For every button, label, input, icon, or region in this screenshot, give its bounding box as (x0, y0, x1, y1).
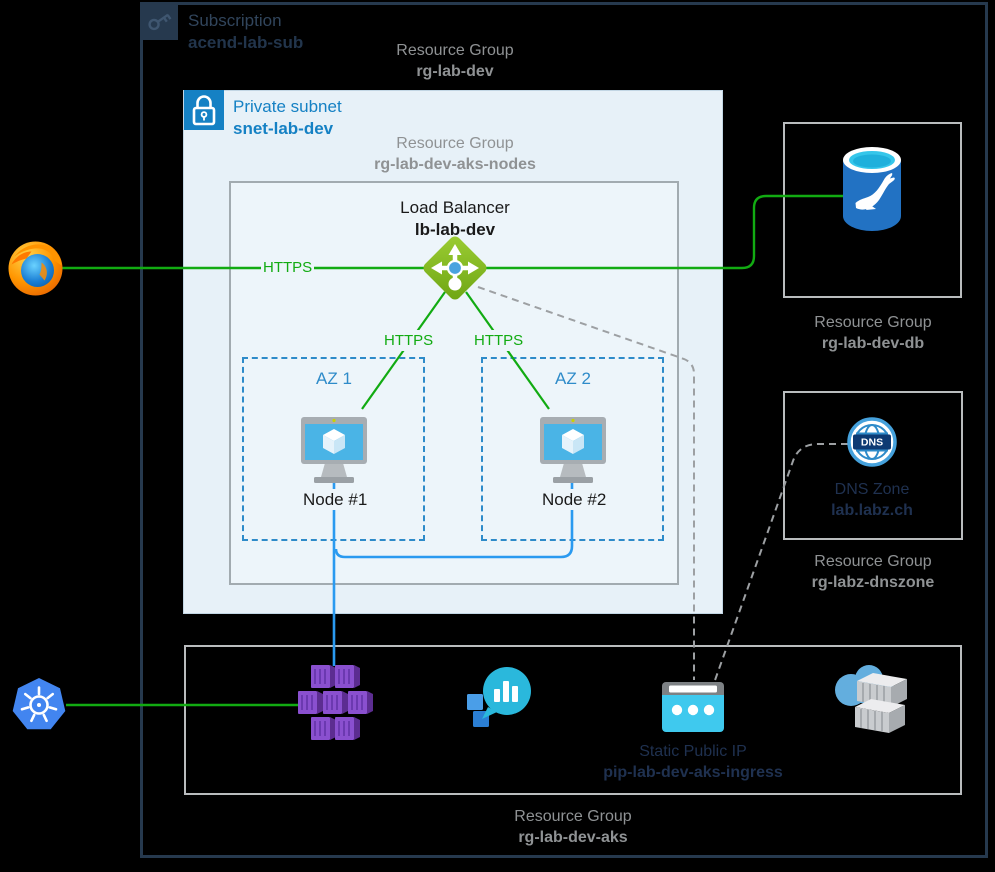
private-subnet-name: snet-lab-dev (233, 119, 334, 138)
rg-aks-nodes-label: Resource Group (396, 135, 514, 152)
node2-label: Node #2 (539, 489, 610, 510)
rg-aks-name: rg-lab-dev-aks (518, 829, 628, 846)
line-node2-join (334, 452, 574, 559)
public-ip-icon (662, 682, 724, 732)
private-subnet-lock-icon (184, 90, 224, 130)
kubernetes-icon (12, 678, 66, 730)
dns-icon-text: DNS (861, 437, 883, 449)
rg-aks-label: Resource Group (514, 808, 632, 825)
rg-aks-nodes-name: rg-lab-dev-aks-nodes (374, 156, 536, 173)
rg-db-label: Resource Group (814, 314, 932, 331)
line-lb-to-publicip-dashed (477, 286, 695, 680)
vm-node2-icon (540, 417, 606, 483)
dns-zone-name: lab.labz.ch (831, 502, 913, 519)
monitoring-icon (467, 667, 531, 727)
load-balancer-label: Load Balancer (400, 198, 510, 217)
public-ip-label: Static Public IP (639, 743, 747, 760)
rg-dnszone-name: rg-labz-dnszone (811, 574, 935, 591)
subscription-box (140, 2, 988, 858)
line-dns-to-publicip-dashed (713, 443, 848, 684)
https-label-az1: HTTPS (382, 330, 436, 351)
line-lb-to-db (486, 194, 844, 270)
subscription-name: acend-lab-sub (188, 33, 304, 52)
dns-zone-icon: DNS (847, 417, 897, 467)
load-balancer-name: lb-lab-dev (414, 220, 496, 239)
aks-rg-box (184, 645, 962, 795)
database-icon (843, 147, 901, 231)
container-registry-icon (835, 665, 907, 733)
az2-label: AZ 2 (555, 369, 591, 388)
node1-label: Node #1 (300, 489, 371, 510)
public-ip-name: pip-lab-dev-aks-ingress (603, 764, 783, 781)
az1-label: AZ 1 (316, 369, 352, 388)
rg-dnszone-label: Resource Group (814, 553, 932, 570)
load-balancer-icon (423, 236, 487, 300)
https-label-az2: HTTPS (472, 330, 526, 351)
db-rg-box (783, 122, 962, 298)
rg-dev-name: rg-lab-dev (416, 63, 494, 80)
private-subnet-label: Private subnet (233, 97, 342, 116)
rg-db-name: rg-lab-dev-db (821, 335, 925, 352)
dnszone-rg-box (783, 391, 963, 540)
aks-cluster-icon (297, 664, 374, 741)
subscription-label: Subscription (188, 11, 282, 30)
dns-zone-label: DNS Zone (834, 481, 910, 498)
subscription-key-icon (140, 2, 178, 40)
firefox-icon (8, 241, 63, 296)
vm-node1-icon (301, 417, 367, 483)
https-label-main: HTTPS (261, 257, 315, 278)
rg-dev-label: Resource Group (396, 42, 514, 59)
